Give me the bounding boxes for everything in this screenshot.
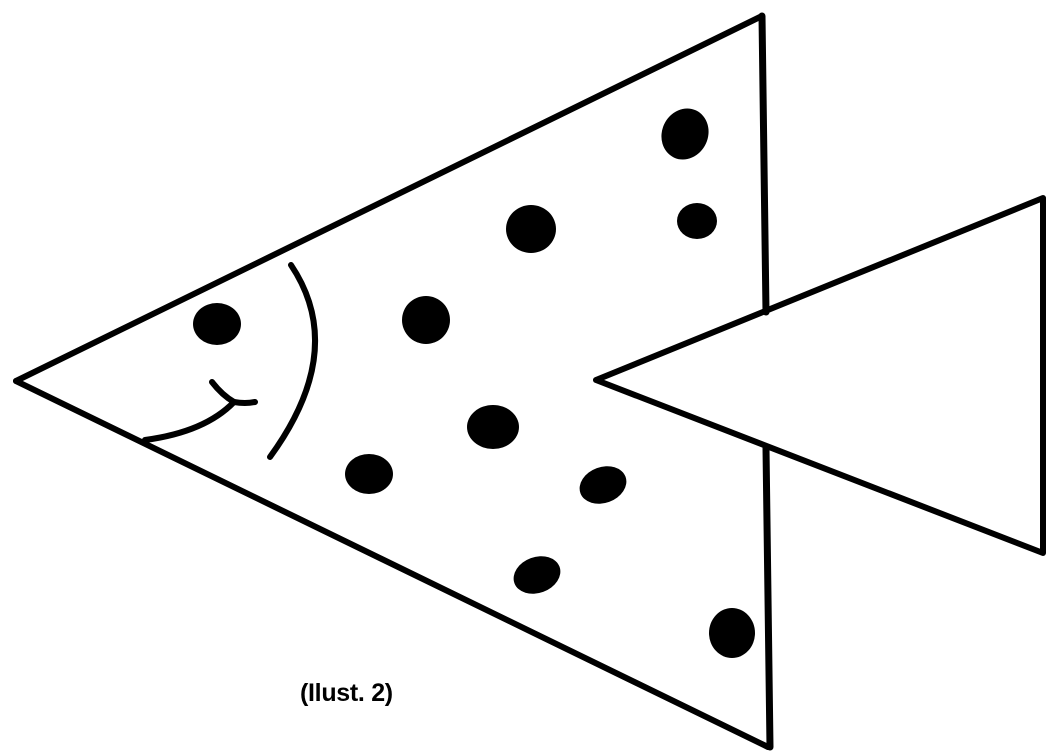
spot <box>677 203 717 239</box>
mouth-curve <box>145 402 234 440</box>
body-back-edge-upper <box>762 16 766 312</box>
spot <box>506 205 556 253</box>
fish-spots <box>345 101 755 658</box>
spot <box>508 550 565 600</box>
fish-tail <box>596 198 1043 553</box>
spot <box>653 101 717 168</box>
mouth-corner-upper <box>212 382 234 402</box>
fish-body <box>16 16 770 747</box>
body-top-edge <box>16 16 762 381</box>
mouth-corner-lower <box>234 402 255 403</box>
fish-mouth <box>145 382 255 440</box>
fish-eye <box>193 303 241 345</box>
figure-caption: (Ilust. 2) <box>300 679 393 708</box>
body-back-edge-lower <box>766 448 770 747</box>
spot <box>574 460 631 510</box>
spot <box>709 608 755 658</box>
gill-line <box>270 265 315 457</box>
spot <box>467 405 519 449</box>
spot <box>402 296 450 344</box>
tail-fin <box>596 198 1043 553</box>
spot <box>345 454 393 494</box>
